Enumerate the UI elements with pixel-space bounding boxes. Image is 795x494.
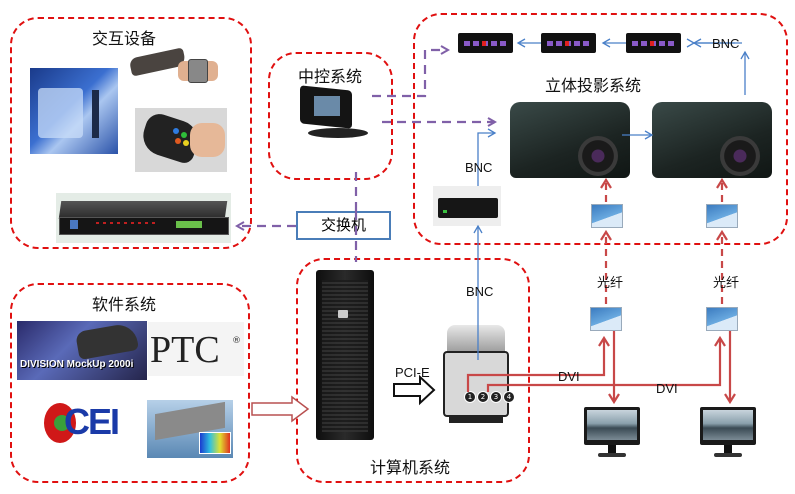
fiber-receiver-2-image [706,204,738,228]
wand-controller-image [135,108,227,172]
dvi-port1-to-transmitter-1 [466,335,610,392]
graphics-port-2: 2 [477,391,489,403]
dvi-label-1: DVI [558,369,580,384]
sync-emitter-image [433,186,501,226]
network-switch-box: 交换机 [296,211,391,240]
bnc-label-top: BNC [712,36,740,51]
stereo-projection-group [413,13,788,245]
network-links [237,50,495,262]
pcie-arrow [393,374,436,406]
computer-title: 计算机系统 [370,458,451,477]
graphics-cluster-unit-image [439,325,513,425]
cei-logo-text: CEI [64,401,120,442]
graphics-port-1: 1 [464,391,476,403]
bnc-links [473,38,750,360]
software-to-computer-arrow [251,395,310,423]
projector-1-image [506,98,634,188]
fiber-label-2: 光纤 [713,276,740,291]
cei-logo: CEI [44,401,124,447]
fiber-transmitter-1-image [590,307,622,331]
touch-panel-image [296,85,370,148]
projector-2-image [648,98,776,188]
distributor-1-image [458,33,513,53]
monitor-2-image [700,407,758,459]
interaction-devices-group [10,17,252,249]
distributor-2-image [541,33,596,53]
fiber-label-1: 光纤 [597,276,624,291]
monitor-1-image [584,407,642,459]
computer-group [296,258,530,483]
fiber-links [600,177,728,304]
control-to-distributor-link [372,50,448,98]
software-group [10,283,250,483]
graphics-port-4: 4 [503,391,515,403]
distributor-3-image [626,33,681,53]
workstation-tower-image [316,270,374,440]
data-glove-image [128,45,218,85]
central-control-group [268,52,393,180]
dvi-label-2: DVI [656,381,678,396]
central-control-title: 中控系统 [298,67,363,86]
ptc-logo: PTC ® [148,322,244,376]
network-switch-label: 交换机 [320,216,366,234]
bnc-label-mid: BNC [465,160,493,175]
bnc-label-low: BNC [466,284,494,299]
ptc-logo-text: PTC [150,329,220,371]
dvi-links [466,331,736,405]
cave-vr-image [30,68,118,154]
cfd-simulation-image [147,400,233,458]
ptc-registered-mark: ® [232,336,241,346]
pcie-label: PCI-E [395,365,430,380]
fiber-receiver-1-image [591,204,623,228]
stereo-projection-title: 立体投影系统 [545,76,642,95]
interaction-devices-title: 交互设备 [92,29,157,48]
dvi-port3-to-transmitter-2 [486,335,726,392]
division-mockup-logo: DIVISION MockUp 2000i [17,321,147,380]
division-logo-text: DIVISION MockUp 2000i [20,359,134,370]
fiber-transmitter-2-image [706,307,738,331]
tracking-system-rack-image [56,193,231,243]
emitter-to-projector-bnc [477,128,497,186]
software-title: 软件系统 [92,295,157,314]
graphics-port-row: 1 2 3 4 [464,391,515,403]
graphics-port-3: 3 [490,391,502,403]
